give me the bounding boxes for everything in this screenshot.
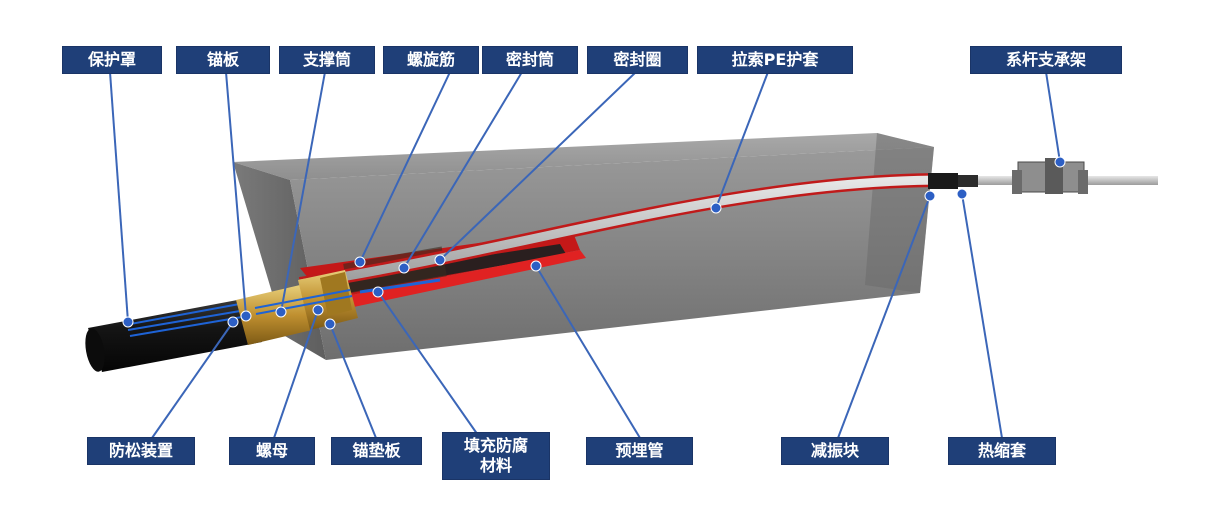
anchor-assembly <box>236 270 441 345</box>
label-support-tube: 支撑筒 <box>279 46 375 74</box>
dot-anticorrosion-filler <box>372 286 384 298</box>
leader-seal-tube <box>403 71 523 269</box>
concrete-back-face <box>233 133 934 180</box>
leader-tie-rod-bracket <box>1045 71 1061 163</box>
label-protective-cover: 保护罩 <box>62 46 162 74</box>
protective-cover-shape <box>85 298 262 372</box>
cable-pe-sheath-shape <box>298 173 946 291</box>
leader-protective-cover <box>109 71 129 323</box>
label-damping-block: 减振块 <box>781 437 889 465</box>
dot-embedded-pipe <box>530 260 542 272</box>
dot-anti-loosening <box>227 316 239 328</box>
leader-cable-pe-sheath <box>715 71 769 209</box>
leader-anticorrosion-filler <box>377 291 481 439</box>
leader-dots <box>122 156 1066 330</box>
label-anticorrosion-filler: 填充防腐 材料 <box>442 432 550 480</box>
dot-cable-pe-sheath <box>710 202 722 214</box>
dot-spiral-rebar <box>354 256 366 268</box>
tie-rod-bracket-shape <box>1012 158 1088 194</box>
leader-embedded-pipe <box>535 265 641 439</box>
dot-damping-block <box>924 190 936 202</box>
dot-nut <box>312 304 324 316</box>
leader-nut <box>273 309 319 439</box>
dot-anchor-plate <box>240 310 252 322</box>
leader-anchor-plate <box>225 71 247 317</box>
concrete-right-face <box>865 133 934 293</box>
leader-lines <box>109 71 1061 439</box>
leader-damping-block <box>837 195 931 439</box>
label-cable-pe-sheath: 拉索PE护套 <box>697 46 853 74</box>
leader-support-tube <box>280 71 326 313</box>
label-heat-shrink-sleeve: 热缩套 <box>948 437 1056 465</box>
label-seal-ring: 密封圈 <box>587 46 688 74</box>
leader-anchor-bearing-plate <box>329 323 377 439</box>
dot-heat-shrink <box>956 188 968 200</box>
dot-anchor-bearing-plate <box>324 318 336 330</box>
label-anchor-bearing-plate: 锚垫板 <box>331 437 422 465</box>
leader-anti-loosening <box>151 321 234 439</box>
concrete-front-face <box>290 147 934 360</box>
dot-seal-tube <box>398 262 410 274</box>
pipe-red-lower <box>326 250 586 312</box>
dot-protective-cover <box>122 316 134 328</box>
label-anticorrosion-filler-line2: 材料 <box>479 456 512 475</box>
dot-support-tube <box>275 306 287 318</box>
label-embedded-pipe: 预埋管 <box>586 437 693 465</box>
label-anticorrosion-filler-line1: 填充防腐 <box>463 436 528 455</box>
leader-seal-ring <box>439 71 637 261</box>
dot-seal-ring <box>434 254 446 266</box>
label-seal-tube: 密封筒 <box>482 46 578 74</box>
label-spiral-rebar: 螺旋筋 <box>383 46 479 74</box>
label-tie-rod-bracket: 系杆支承架 <box>970 46 1122 74</box>
leader-spiral-rebar <box>359 71 451 263</box>
concrete-block <box>233 133 934 360</box>
dot-tie-rod-bracket <box>1054 156 1066 168</box>
label-anchor-plate: 锚板 <box>176 46 270 74</box>
label-anti-loosening-device: 防松装置 <box>87 437 195 465</box>
leader-heat-shrink <box>961 193 1003 439</box>
label-nut: 螺母 <box>229 437 315 465</box>
